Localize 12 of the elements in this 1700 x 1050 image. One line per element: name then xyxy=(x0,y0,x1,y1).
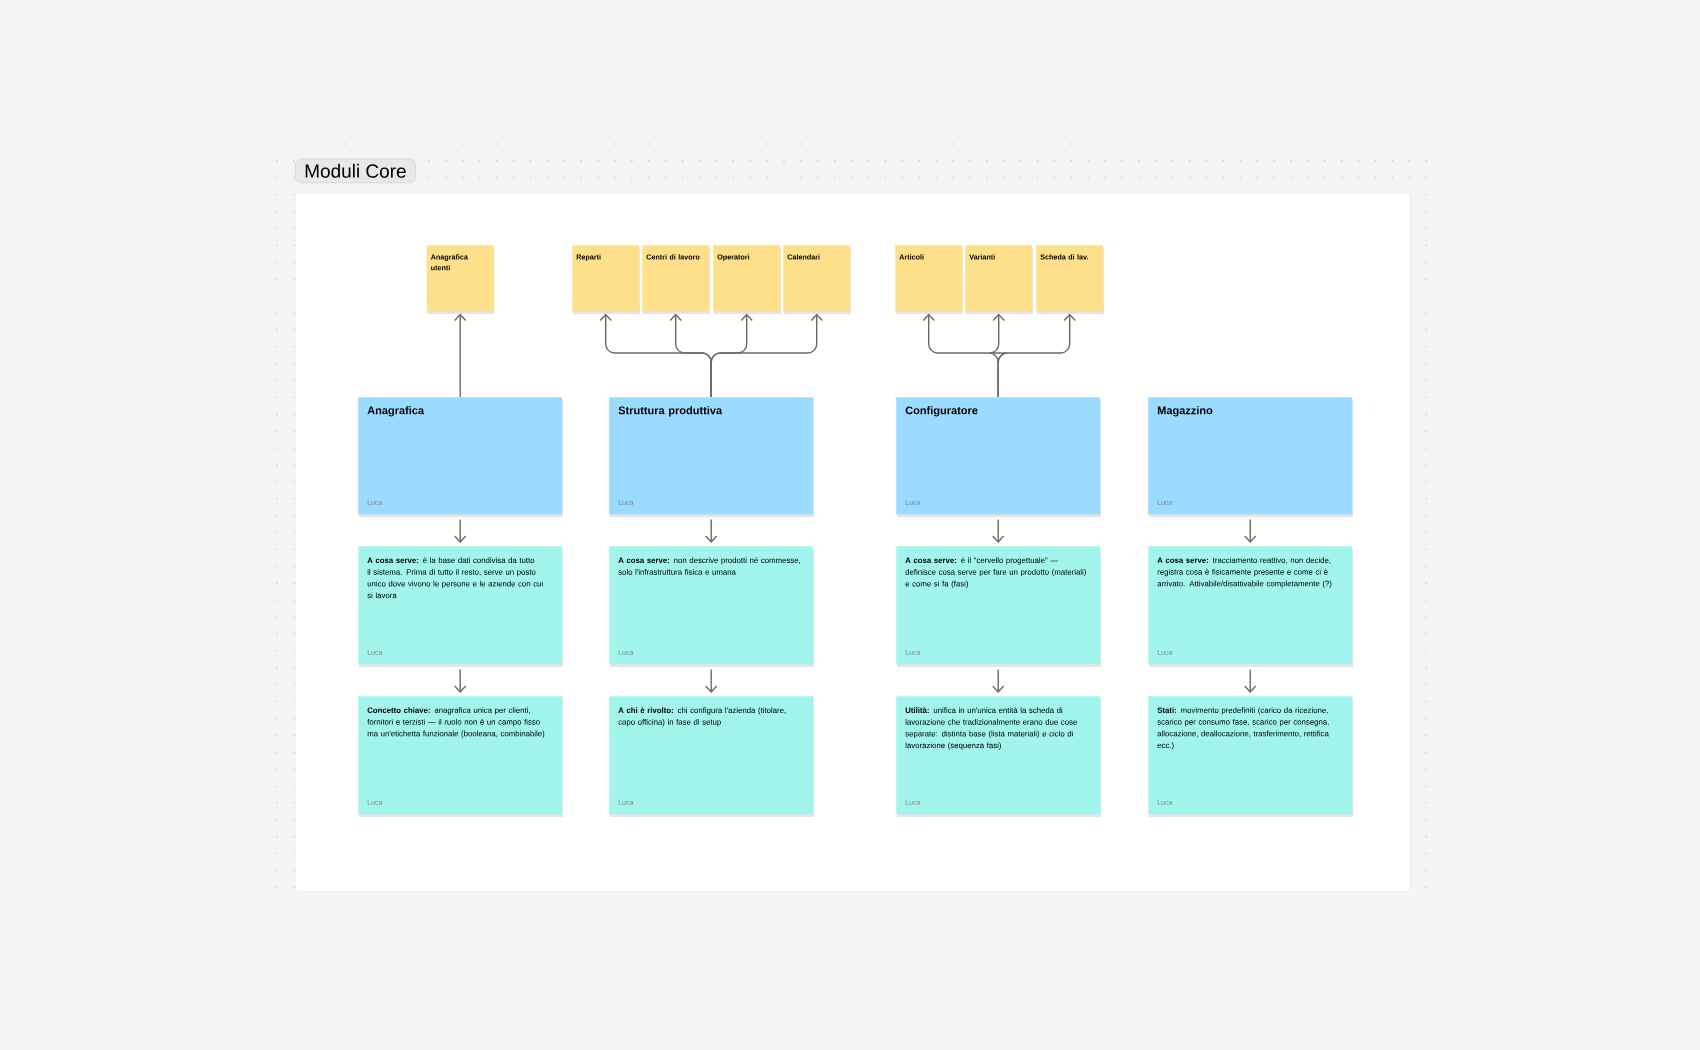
arrow xyxy=(1244,668,1257,693)
title-badge: Moduli Core xyxy=(295,158,416,183)
arrow xyxy=(1244,518,1257,543)
arrow xyxy=(454,518,467,543)
arrow xyxy=(454,668,467,693)
arrow xyxy=(705,518,718,543)
arrow xyxy=(710,313,823,398)
arrow xyxy=(997,313,1076,398)
arrow xyxy=(705,668,718,693)
arrow xyxy=(454,313,467,398)
arrow xyxy=(992,518,1005,543)
arrow xyxy=(992,668,1005,693)
